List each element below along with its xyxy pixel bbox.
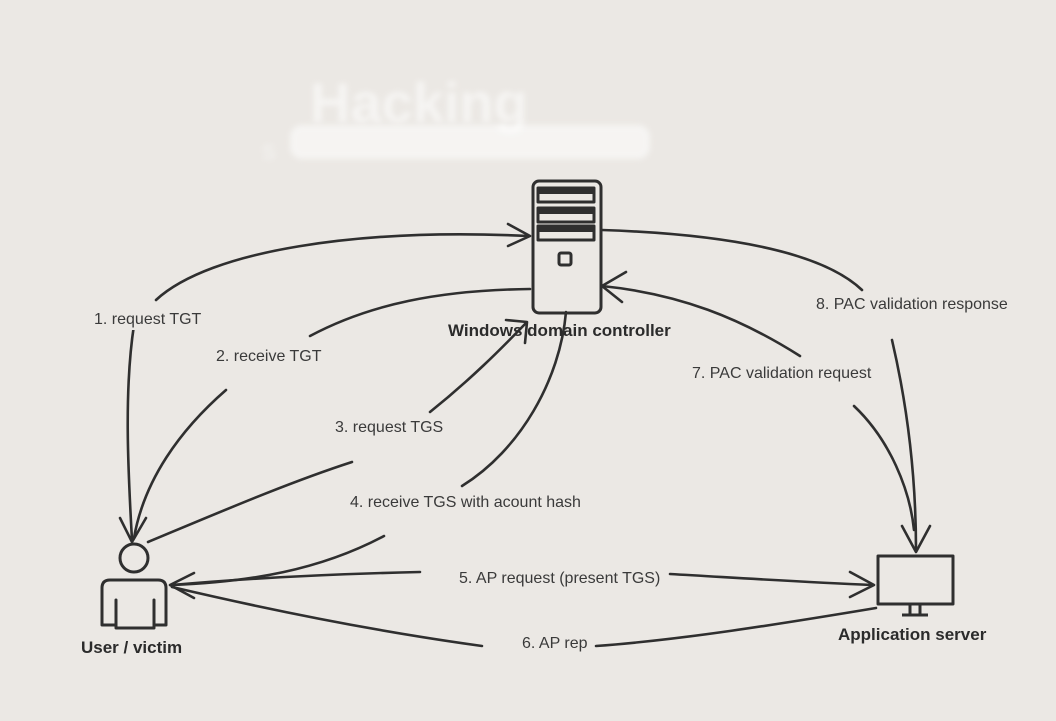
watermark-title: Hacking xyxy=(310,71,528,134)
watermark-band xyxy=(290,125,650,159)
arrowhead-user-top-1 xyxy=(118,516,148,544)
step-4-label: 4. receive TGS with acount hash xyxy=(347,493,584,513)
arrow-pac-request xyxy=(852,404,916,532)
arrow-ap-rep xyxy=(594,606,878,648)
user-label: User / victim xyxy=(81,638,183,657)
arrow-ap-request xyxy=(668,572,874,587)
arrow-receive-tgt-top xyxy=(308,287,532,338)
arrow-request-tgt xyxy=(154,233,530,302)
step-8-label: 8. PAC validation response xyxy=(813,295,1011,315)
arrow-ap-rep-left xyxy=(170,585,484,648)
step-6-label: 6. AP rep xyxy=(519,634,591,654)
arrow-request-tgs-bottom xyxy=(146,460,354,544)
arrow-receive-tgs-top xyxy=(460,310,568,488)
arrowhead-request-tgs xyxy=(504,318,529,345)
monitor-icon xyxy=(876,554,955,617)
arrowhead-user-right xyxy=(168,571,196,600)
arrow-request-tgt-down xyxy=(126,323,136,542)
step-3-label: 3. request TGS xyxy=(332,418,447,438)
arrow-pac-response-top xyxy=(600,228,864,292)
step-1-label: 1. request TGT xyxy=(91,310,205,330)
step-2-label: 2. receive TGT xyxy=(213,347,325,367)
arrowhead-pac-response xyxy=(900,524,932,554)
arrow-pac-request-top xyxy=(600,284,802,358)
domain-controller-label: Windows domain controller xyxy=(448,321,671,340)
app-server-label: Application server xyxy=(838,625,987,644)
step-5-label: 5. AP request (present TGS) xyxy=(456,569,664,589)
arrow-request-tgs xyxy=(428,321,528,414)
arrowhead-request-tgt xyxy=(506,222,532,248)
step-7-label: 7. PAC validation request xyxy=(689,364,875,384)
arrow-pac-response xyxy=(890,338,918,552)
watermark-subtitle: S xyxy=(262,142,276,164)
server-tower-icon xyxy=(531,179,603,315)
person-icon xyxy=(100,542,168,630)
arrowhead-ap-request xyxy=(848,570,876,599)
arrow-ap-request-left xyxy=(170,570,422,587)
arrow-receive-tgt xyxy=(132,388,228,540)
